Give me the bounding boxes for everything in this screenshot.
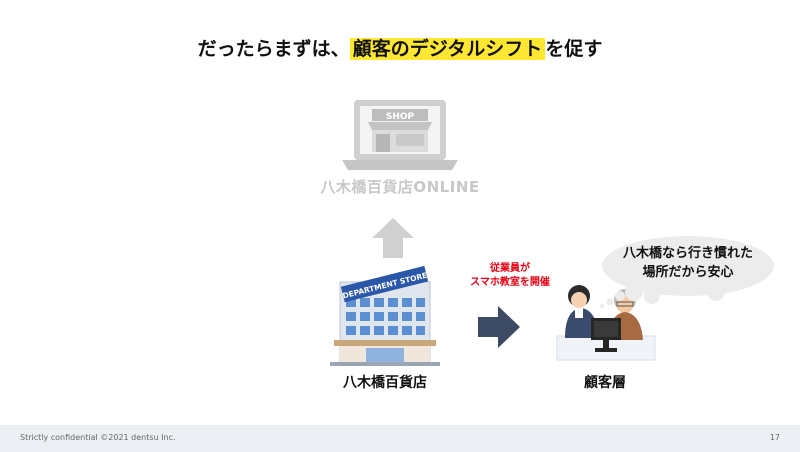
slide-title: だったらまずは、顧客のデジタルシフトを促す (0, 34, 800, 61)
laptop-shop-icon: SHOP (342, 100, 458, 170)
staff-note-line1: 従業員が (490, 263, 530, 274)
staff-note-line2: スマホ教室を開催 (470, 277, 550, 288)
online-store-label: 八木橋百貨店ONLINE (320, 178, 480, 196)
page-number: 17 (769, 433, 780, 442)
confidential-notice: Strictly confidential ©2021 dentsu Inc. (20, 433, 176, 442)
right-arrow-icon (478, 306, 520, 348)
footer-bar: Strictly confidential ©2021 dentsu Inc. … (0, 425, 800, 452)
title-prefix: だったらまずは、 (197, 38, 350, 60)
customers-label: 顧客層 (584, 375, 626, 391)
title-highlight: 顧客のデジタルシフト (349, 38, 546, 60)
shop-sign-text: SHOP (386, 112, 415, 122)
thought-bubble-text: 八木橋なら行き慣れた 場所だから安心 (608, 244, 768, 282)
bubble-line1: 八木橋なら行き慣れた (622, 246, 753, 261)
up-arrow-icon (372, 218, 414, 258)
department-store-label: 八木橋百貨店 (343, 375, 427, 391)
staff-note: 従業員が スマホ教室を開催 (450, 262, 570, 290)
thought-bubble-icon (600, 236, 774, 308)
bubble-line2: 場所だから安心 (642, 265, 734, 280)
department-store-icon: DEPARTMENT STORE (330, 265, 440, 366)
title-suffix: を促す (545, 38, 603, 60)
